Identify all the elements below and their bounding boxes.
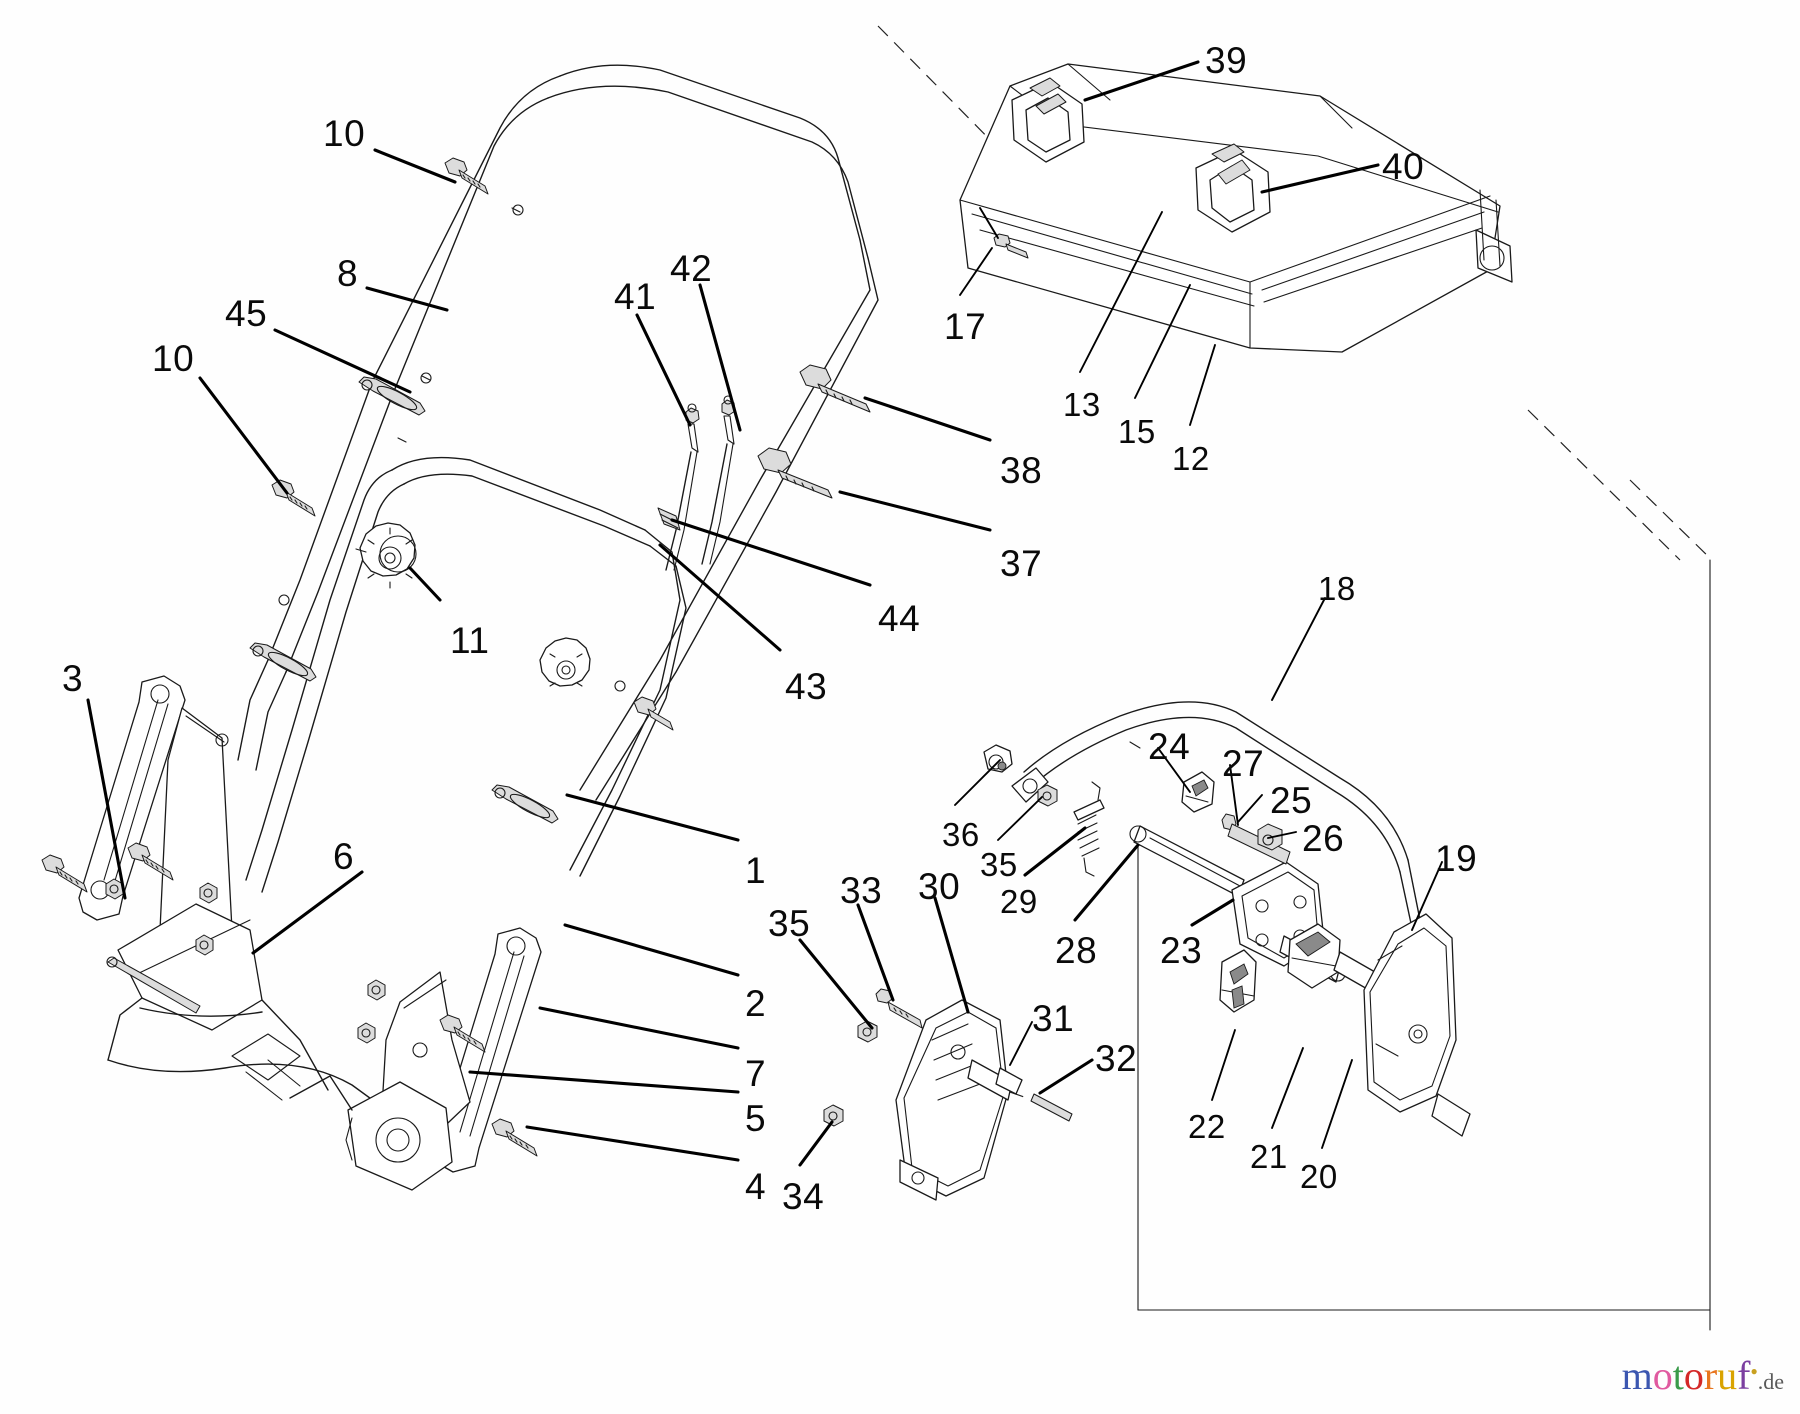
watermark-letter-o1: o	[1652, 1353, 1673, 1398]
callout-8: 8	[337, 253, 359, 294]
callout-7: 7	[745, 1053, 767, 1094]
callout-39: 39	[1205, 40, 1248, 81]
watermark-dot-icon: ●	[1750, 1363, 1758, 1378]
callout-5: 5	[745, 1098, 767, 1139]
watermark-letter-m: m	[1621, 1353, 1653, 1398]
callout-1: 1	[745, 850, 767, 891]
callout-3: 3	[62, 658, 84, 699]
callout-43: 43	[785, 666, 828, 707]
hex-bolt-left-1	[41, 854, 88, 893]
callout-11: 11	[450, 620, 490, 661]
callout-19: 19	[1435, 838, 1478, 879]
callout-20: 20	[1300, 1158, 1338, 1195]
callout-35b: 35	[980, 846, 1018, 883]
callout-28: 28	[1055, 930, 1098, 971]
handle-knob-upper	[355, 522, 417, 589]
callout-44: 44	[878, 598, 921, 639]
callout-18: 18	[1318, 570, 1356, 607]
callout-25: 25	[1270, 780, 1313, 821]
hex-bolt-bottom	[491, 1118, 538, 1157]
long-bolt-left	[107, 957, 201, 1014]
hex-bolt-10b	[271, 479, 316, 517]
callout-36: 36	[942, 816, 980, 853]
callout-21: 21	[1250, 1138, 1288, 1175]
watermark-letter-o2: o	[1683, 1353, 1704, 1398]
small-nut-34	[823, 1104, 844, 1127]
callout-40: 40	[1382, 146, 1425, 187]
callout-37: 37	[1000, 543, 1043, 584]
hex-bolt-mid-shaft	[633, 696, 674, 731]
callout-45: 45	[225, 293, 268, 334]
watermark-suffix: .de	[1757, 1369, 1784, 1394]
screw-38	[799, 364, 871, 413]
clip-31	[995, 1067, 1023, 1095]
callout-41: 41	[614, 276, 657, 317]
callout-2: 2	[745, 983, 767, 1024]
callout-33: 33	[840, 870, 883, 911]
callout-38: 38	[1000, 450, 1043, 491]
pin-45	[358, 376, 426, 416]
rod-32	[1030, 1093, 1073, 1122]
callout-10b: 10	[152, 338, 195, 379]
gearcase-housing-30	[895, 999, 1013, 1201]
callout-27: 27	[1222, 743, 1265, 784]
watermark-letter-f: f	[1737, 1353, 1751, 1398]
hex-bolt-10a	[444, 157, 489, 195]
callout-32: 32	[1095, 1038, 1138, 1079]
right-control-bar	[1011, 701, 1421, 929]
callout-23: 23	[1160, 930, 1203, 971]
grass-bag-assembly	[959, 63, 1513, 353]
hex-bolt-left-2	[127, 842, 174, 881]
hex-nut-35b	[1037, 784, 1058, 807]
cable-clamp-43	[657, 507, 681, 531]
upper-handle-bar	[237, 64, 879, 801]
pin-45b	[249, 642, 317, 682]
leader-lines	[86, 60, 1443, 1167]
right-bracket-assembly	[245, 927, 542, 1191]
callout-13: 13	[1063, 386, 1101, 423]
callout-17: 17	[944, 306, 987, 347]
watermark-letter-u: u	[1717, 1353, 1738, 1398]
callout-24: 24	[1148, 726, 1191, 767]
watermark-letter-r: r	[1703, 1353, 1718, 1398]
cover-19	[1363, 913, 1471, 1137]
callout-6: 6	[333, 836, 355, 877]
cable-clip-22	[1219, 949, 1257, 1013]
control-cables	[665, 395, 736, 571]
callout-35a: 35	[768, 903, 811, 944]
watermark-letter-t: t	[1672, 1353, 1684, 1398]
callout-30: 30	[918, 866, 961, 907]
callout-15: 15	[1118, 413, 1156, 450]
pin-45c	[491, 784, 559, 824]
callout-34: 34	[782, 1176, 825, 1217]
callout-42: 42	[670, 248, 713, 289]
left-bracket-assembly	[78, 675, 401, 1121]
callout-4: 4	[745, 1166, 767, 1207]
spring-29	[1073, 781, 1105, 877]
callout-22: 22	[1188, 1108, 1226, 1145]
callout-31: 31	[1032, 998, 1075, 1039]
clip-24	[1181, 771, 1215, 813]
washer-36	[983, 744, 1013, 773]
callout-10a: 10	[323, 113, 366, 154]
motoruf-watermark: motoruf●.de	[1622, 1356, 1784, 1396]
screw-37	[757, 447, 833, 499]
bolt-33	[875, 988, 923, 1029]
callout-12: 12	[1172, 440, 1210, 477]
lower-handle-bar	[245, 456, 687, 893]
hex-bolt-mid	[439, 1014, 486, 1053]
callout-29: 29	[1000, 883, 1038, 920]
bail-link-28	[1129, 825, 1245, 897]
callout-26: 26	[1302, 818, 1345, 859]
handle-knob-lower	[539, 637, 591, 687]
